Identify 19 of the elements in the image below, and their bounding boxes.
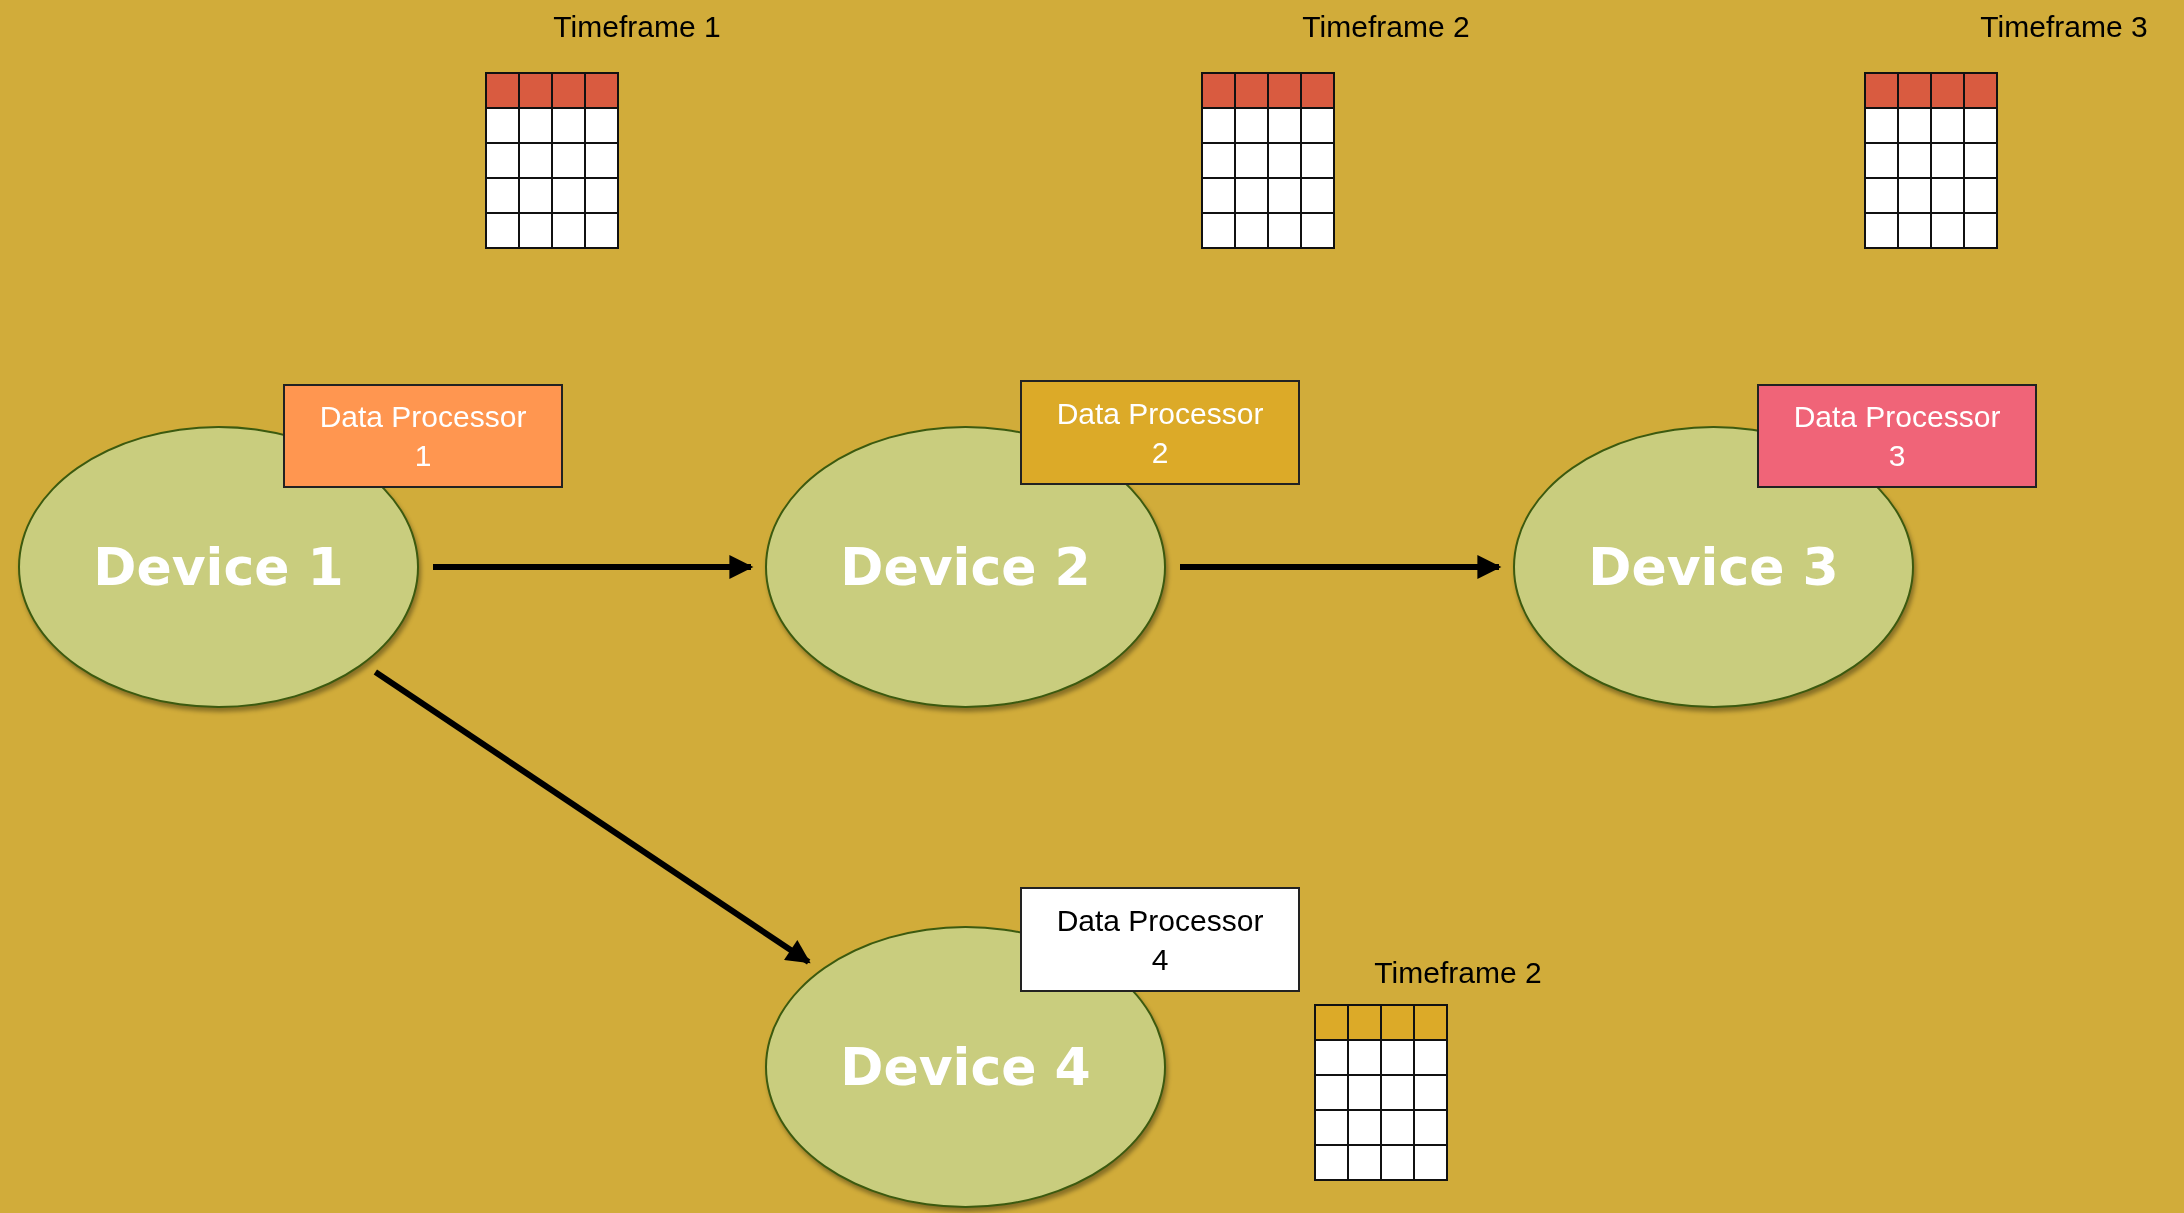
processor-box (1757, 384, 2037, 488)
device-label: Device 2 (840, 537, 1091, 597)
processor-box (283, 384, 563, 488)
processor-box (1020, 380, 1300, 485)
timeframe-label: Timeframe 1 (553, 10, 721, 44)
arrow (1180, 555, 1502, 579)
timeframe-label: Timeframe 3 (1980, 10, 2148, 44)
processor-box (1020, 887, 1300, 992)
timeframe-label: Timeframe 2 (1302, 10, 1470, 44)
processor-label: Data Processor 3 (1792, 399, 2002, 474)
processor-label: Data Processor 1 (318, 399, 528, 474)
processor-label: Data Processor 4 (1055, 902, 1265, 978)
device-label: Device 1 (93, 537, 344, 597)
device-label: Device 4 (840, 1037, 1091, 1097)
processor-label: Data Processor 2 (1055, 395, 1265, 471)
arrow (373, 669, 811, 965)
arrow (433, 555, 754, 579)
device-label: Device 3 (1588, 537, 1839, 597)
timeframe-label: Timeframe 2 (1374, 956, 1542, 990)
